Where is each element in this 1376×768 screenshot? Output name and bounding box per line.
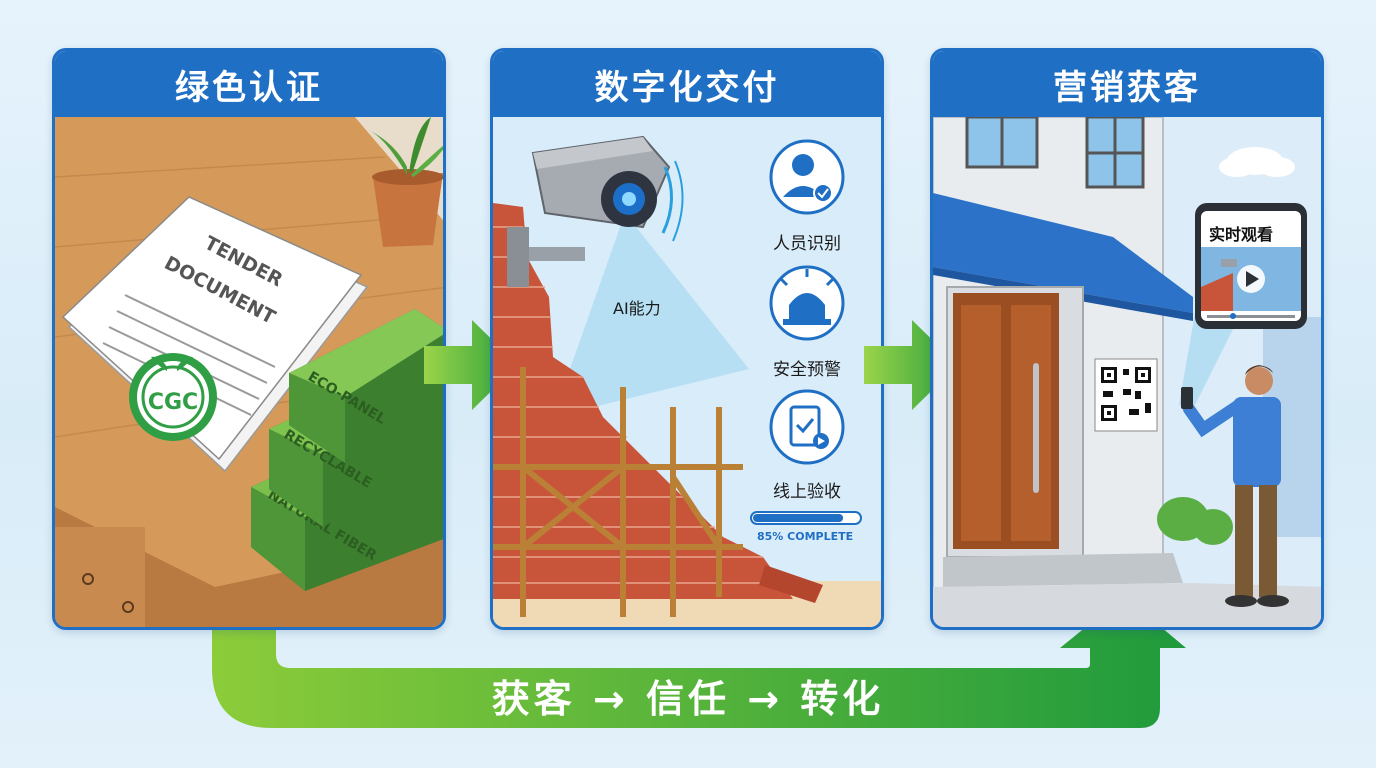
feature-label-person-recognition: 人员识别: [773, 234, 841, 254]
feature-label-safety-warning: 安全预警: [773, 360, 841, 380]
progress-label: 85% COMPLETE: [757, 530, 854, 543]
tablet-check-icon: [769, 389, 845, 465]
warning-light-icon: [769, 265, 845, 341]
desk-scene: TENDER DOCUMENT CGC N: [55, 117, 443, 627]
feature-label-online-acceptance: 线上验收: [773, 482, 841, 502]
phone-screen: [1195, 203, 1307, 329]
person-with-phone: [1181, 365, 1289, 607]
flow-caption: 获客 → 信任 → 转化: [491, 677, 885, 721]
panel-title: 营销获客: [933, 51, 1321, 117]
panel-green-certification: 绿色认证: [52, 48, 446, 630]
drawer-knob: [82, 573, 94, 585]
awning: [933, 193, 1193, 313]
eco-board-stack: NATURAL FIBER RECYCLABLE ECO-PANEL: [251, 309, 443, 591]
seal-text: CGC: [148, 390, 198, 415]
ai-capability-label: AI能力: [613, 299, 661, 318]
scaffolding: [493, 367, 743, 617]
panel-title: 数字化交付: [493, 51, 881, 117]
person-check-icon: [769, 139, 845, 215]
shop-door: [953, 293, 1059, 549]
bush: [1157, 497, 1233, 545]
cloud-icon: [1219, 147, 1295, 177]
storefront-scene: 实时观看: [933, 117, 1321, 627]
panel-marketing: 营销获客: [930, 48, 1324, 630]
drawer-knob: [122, 601, 134, 613]
plant-icon: [367, 117, 443, 247]
tender-document: TENDER DOCUMENT CGC: [61, 196, 369, 473]
construction-scene: AI能力 人员识别 安全预警 线上验收 85% COMPLETE: [493, 117, 881, 627]
qr-code-icon: [1094, 358, 1158, 432]
cgc-seal-icon: CGC: [129, 353, 217, 441]
panel-title: 绿色认证: [55, 51, 443, 117]
live-view-label: 实时观看: [1209, 225, 1274, 244]
panel-digital-delivery: 数字化交付: [490, 48, 884, 630]
cctv-camera-icon: [507, 135, 684, 287]
progress-bar: [750, 511, 862, 525]
